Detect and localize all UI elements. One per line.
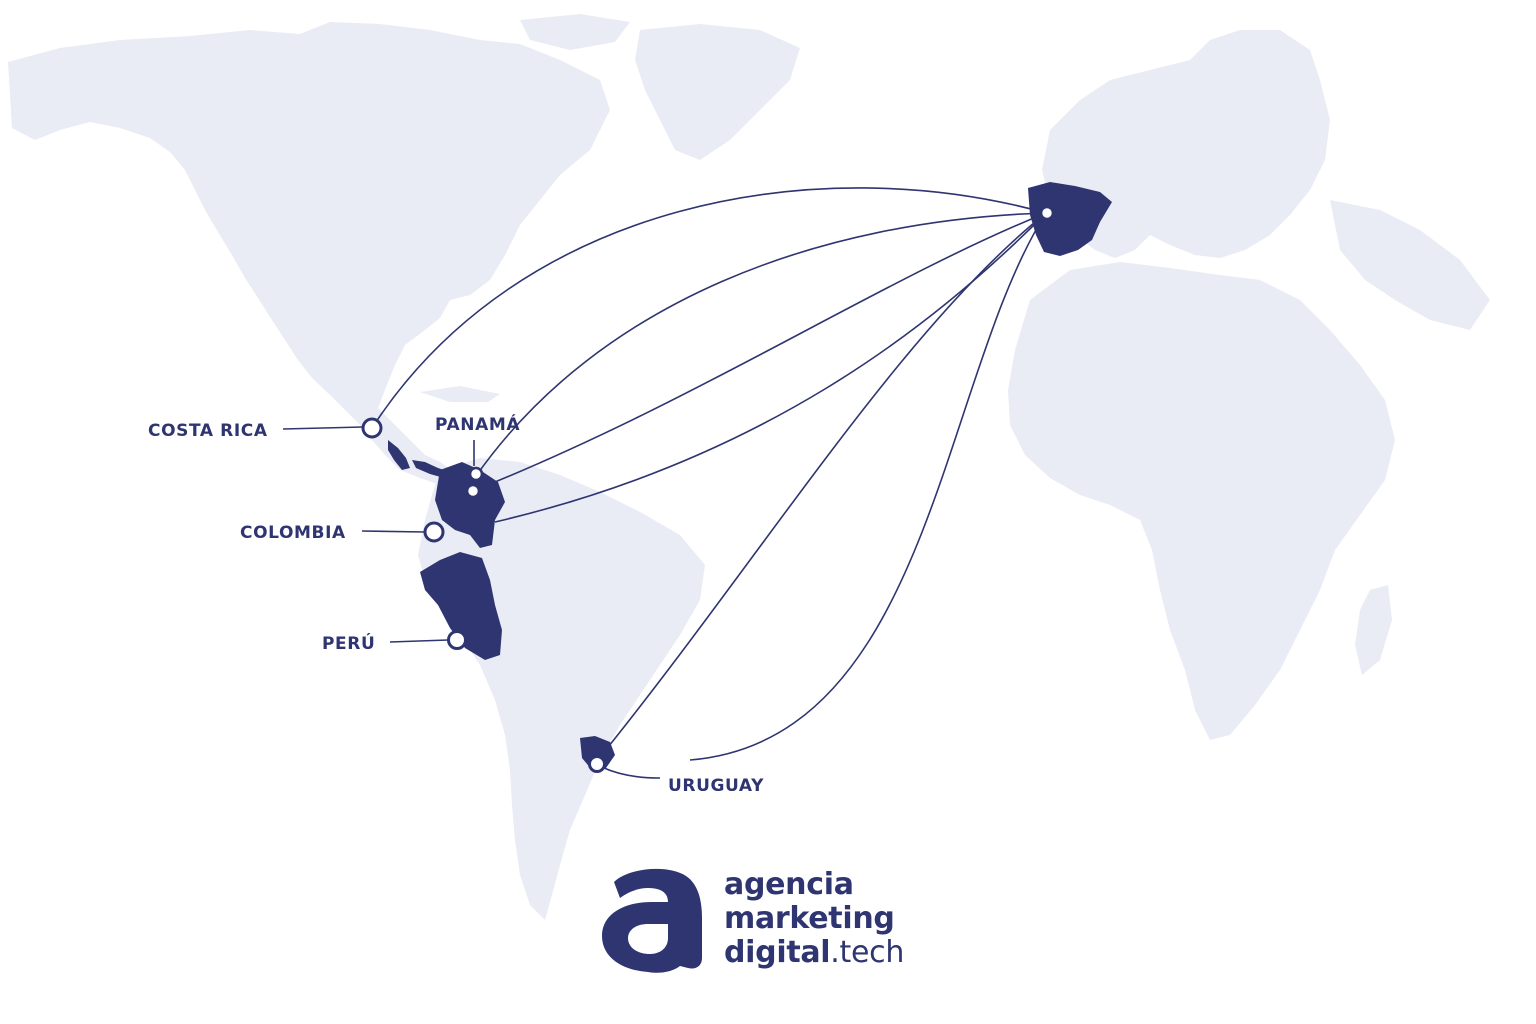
leader-uruguay <box>603 767 661 779</box>
brand-line-1: agencia <box>724 867 854 902</box>
markers <box>361 205 1055 773</box>
uruguay-marker <box>588 755 606 773</box>
costa-rica-marker <box>361 417 383 439</box>
brand-wordmark: agencia marketing digital.tech <box>724 868 904 970</box>
colombia-marker <box>423 521 445 543</box>
continents <box>8 14 1490 920</box>
europe <box>1042 30 1330 258</box>
label-costa-rica: COSTA RICA <box>148 421 268 441</box>
peru-shape <box>420 552 502 660</box>
greenland <box>635 24 800 160</box>
highlighted-countries <box>388 182 1112 770</box>
south-america <box>418 458 705 920</box>
caribbean-islands <box>420 386 500 402</box>
north-america <box>8 22 610 485</box>
leader-peru <box>389 639 449 643</box>
leader-colombia <box>361 530 426 533</box>
brand-line-3-main: digital <box>724 935 831 970</box>
route-colombia-b <box>494 212 1047 523</box>
brand-logo: agencia marketing digital.tech <box>598 862 904 982</box>
routes <box>371 187 1047 763</box>
spain-shape <box>1028 182 1112 256</box>
label-peru: PERÚ <box>322 632 375 654</box>
label-panama: PANAMÁ <box>435 413 520 435</box>
route-costa-rica <box>371 187 1047 429</box>
panama-marker-2 <box>465 483 481 499</box>
panama-marker <box>468 466 484 482</box>
route-panama <box>475 212 1047 477</box>
route-uruguay-b <box>689 212 1047 761</box>
label-uruguay: URUGUAY <box>668 776 764 796</box>
spain-marker <box>1039 205 1055 221</box>
africa <box>1008 262 1395 740</box>
brand-line-3: digital.tech <box>724 936 904 970</box>
middle-east <box>1330 200 1490 330</box>
route-colombia-a <box>472 212 1047 492</box>
letter-a-logo-mark-icon <box>602 868 702 973</box>
colombia-shape <box>435 462 505 548</box>
labels: COSTA RICA PANAMÁ COLOMBIA PERÚ URUGUAY <box>148 413 764 796</box>
label-colombia: COLOMBIA <box>240 523 346 543</box>
leader-costa-rica <box>282 426 364 430</box>
brand-line-3-suffix: .tech <box>830 935 905 970</box>
leaders <box>282 426 661 779</box>
madagascar <box>1355 585 1392 675</box>
route-uruguay-a <box>595 212 1047 763</box>
costa-rica-shape <box>388 440 410 470</box>
brand-line-2: marketing <box>724 901 895 936</box>
arctic-islands <box>520 14 630 50</box>
peru-marker <box>447 630 467 650</box>
